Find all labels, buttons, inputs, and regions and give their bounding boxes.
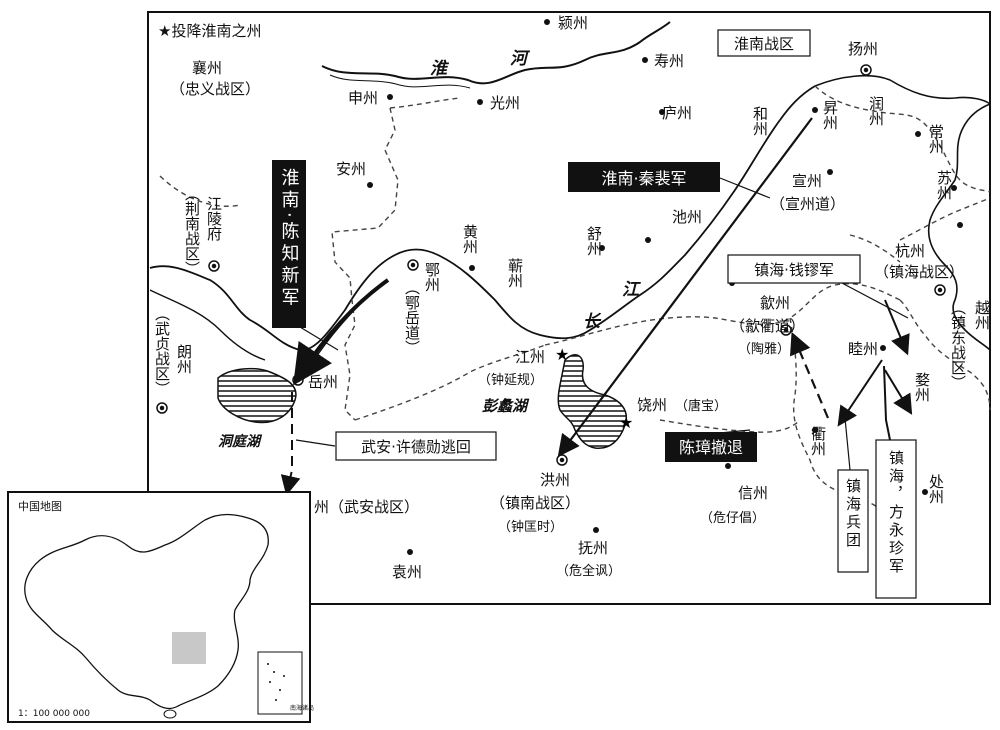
place-taoya: （陶雅）	[738, 341, 790, 357]
fangyongzhen-label: 镇海，方永珍军	[887, 450, 905, 576]
place-pengli: 彭蠡湖	[482, 397, 530, 415]
dongting-lake	[217, 367, 297, 424]
place-zhenhai-zone: （镇海战区）	[874, 263, 964, 281]
huainan-zone-label: 淮南战区	[734, 35, 794, 53]
place-shuzhou: 舒州	[585, 226, 603, 256]
south-sea-box	[257, 651, 303, 715]
qianliu-label: 镇海·钱镠军	[754, 261, 834, 279]
place-weizichang: （危仔倡）	[700, 511, 765, 526]
huai-river	[321, 21, 671, 85]
south-sea-islands	[267, 663, 285, 701]
place-changzhou: 常州	[927, 124, 945, 154]
qianliu-label-box	[727, 254, 861, 284]
china-outline	[24, 513, 269, 710]
place-runzhou: 润州	[867, 96, 885, 126]
place-yuezhou-e: 越州	[973, 300, 991, 330]
place-hangzhou: 杭州	[895, 242, 925, 260]
place-shenzhou: 申州	[348, 89, 378, 107]
place-zhennan: （镇南战区）	[490, 494, 580, 512]
place-guangzhou: 光州	[490, 94, 520, 112]
south-sea-label: 南海诸岛	[290, 704, 314, 712]
place-shengzhou: 昇州	[821, 100, 839, 130]
xudexun-label: 武安·许德勋逃回	[361, 438, 471, 456]
boundary-lines	[159, 85, 991, 521]
inset-highlight	[172, 632, 206, 664]
place-shezhou: 歙州	[760, 294, 790, 312]
huai-label-2: 河	[510, 49, 531, 69]
zhenhai-bingtuan-label: 镇海兵团	[844, 478, 862, 550]
place-quzhou: 衢州	[809, 426, 827, 456]
zhenhai-bingtuan-box	[837, 469, 869, 573]
place-wuzhou: 婺州	[913, 372, 931, 402]
jiang-label: 江	[622, 280, 641, 300]
place-xinzhou: 信州	[738, 484, 768, 502]
place-jiangzhou: 江州	[515, 348, 545, 366]
place-weiquanfeng: （危全讽）	[556, 563, 621, 579]
place-zhongkuangshi: （钟匡时）	[498, 519, 563, 535]
qinpei-label: 淮南·秦裴军	[601, 169, 686, 188]
inset-scale: 1：100 000 000	[18, 709, 90, 719]
chenzhang-label-box	[665, 432, 757, 462]
place-yingzhou: 颍州	[558, 14, 588, 32]
huainan-zone-box	[717, 29, 811, 57]
place-zhongyangui: （钟延规）	[478, 372, 543, 388]
place-yuanzhou: 袁州	[392, 563, 422, 581]
place-fuzhou: 抚州	[578, 539, 608, 557]
place-jingnan: （荆南战区）	[183, 186, 201, 276]
yangtze-river	[149, 85, 816, 351]
place-jiangling: 江陵府	[205, 196, 223, 242]
huai-label-1: 淮	[430, 59, 450, 79]
place-hongzhou: 洪州	[540, 471, 570, 489]
place-anzhou: 安州	[336, 160, 366, 178]
place-suzhou: 苏州	[935, 170, 953, 200]
chenzhixin-label: 淮南·陈知新军	[279, 168, 300, 310]
place-chizhou: 池州	[672, 208, 702, 226]
place-langzhou: 朗州	[175, 344, 193, 374]
place-zhendong: （镇东战区）	[949, 300, 967, 390]
legend-star-note: ★投降淮南之州	[158, 22, 261, 40]
east-coast	[927, 103, 991, 351]
place-shequdao: （歙衢道）	[730, 317, 805, 335]
place-shouzhou: 寿州	[654, 52, 684, 70]
place-hezhou: 和州	[751, 106, 769, 136]
place-xuanzhou: 宣州	[792, 172, 822, 190]
place-muzhou: 睦州	[848, 340, 878, 358]
place-wuan-zone: 州（武安战区）	[314, 498, 419, 516]
place-luzhou: 庐州	[662, 104, 692, 122]
place-yuezhou: 岳州	[308, 373, 338, 391]
place-eyuedao: （鄂岳道）	[403, 280, 421, 355]
chenzhang-label: 陈璋撤退	[679, 438, 743, 457]
place-wuzhen: （武贞战区）	[153, 306, 171, 396]
place-raozhou: 饶州	[637, 396, 667, 414]
fangyongzhen-box	[875, 439, 917, 599]
place-tangbao: （唐宝）	[675, 398, 727, 414]
place-xiangzhou: 襄州	[192, 59, 222, 77]
qinpei-label-box	[568, 162, 720, 192]
star-jiangzhou: ★	[555, 345, 569, 364]
place-dongting: 洞庭湖	[218, 433, 263, 450]
place-zhongyi: （忠义战区）	[170, 80, 260, 98]
capital-circles	[156, 64, 946, 466]
place-yangzhou: 扬州	[848, 40, 878, 58]
pengli-lake	[557, 354, 627, 449]
place-chuzhou: 处州	[927, 474, 945, 504]
star-raozhou: ★	[619, 413, 633, 432]
chang-label: 长	[583, 312, 602, 332]
xudexun-label-box	[335, 431, 497, 461]
inset-title: 中国地图	[18, 500, 62, 513]
place-huangzhou: 黄州	[461, 224, 479, 254]
place-qizhou: 蕲州	[506, 258, 524, 288]
chenzhixin-label-box	[272, 160, 306, 328]
hainan-island	[163, 709, 177, 719]
place-xuanzhoudao: （宣州道）	[770, 195, 845, 213]
place-ezhou: 鄂州	[423, 262, 441, 292]
